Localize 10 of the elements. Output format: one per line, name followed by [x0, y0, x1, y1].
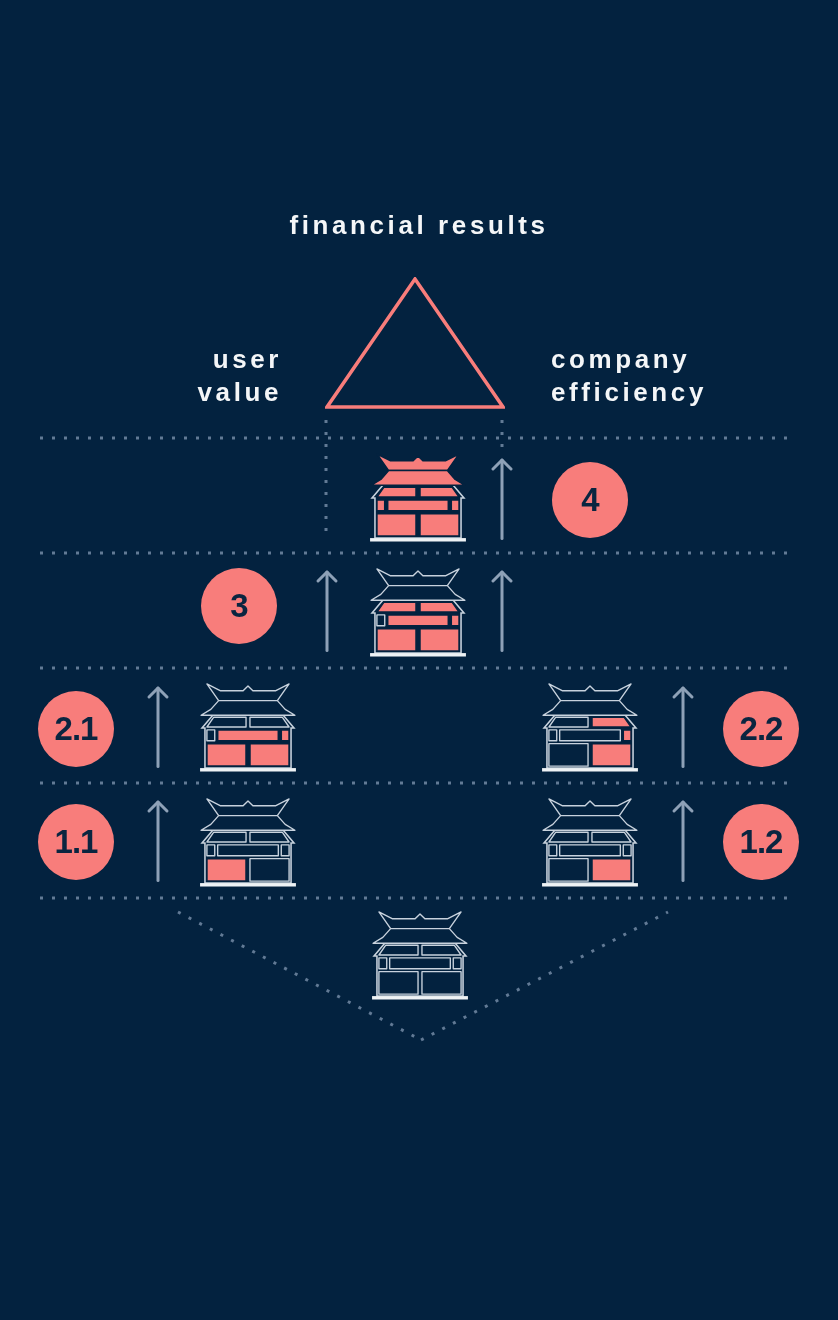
label-text: financial results	[289, 209, 549, 242]
step-number: 1.2	[723, 804, 799, 880]
label-text: company efficiency	[551, 343, 707, 409]
label-text: user value	[197, 343, 282, 409]
step-number: 3	[201, 568, 277, 644]
step-number: 2.1	[38, 691, 114, 767]
step-number: 4	[552, 462, 628, 538]
step-number: 1.1	[38, 804, 114, 880]
triangle	[325, 277, 505, 409]
step-number: 2.2	[723, 691, 799, 767]
